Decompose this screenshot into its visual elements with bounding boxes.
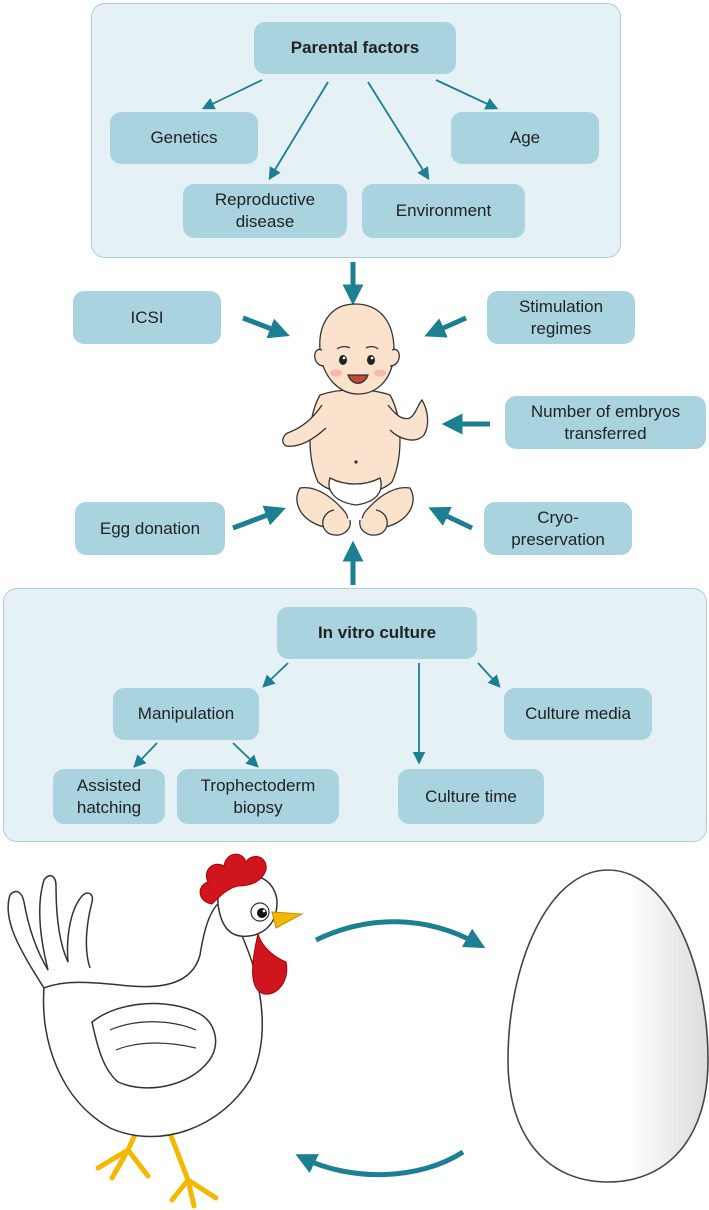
age-box: Age <box>451 112 599 164</box>
culture-time-box: Culture time <box>398 769 544 824</box>
cycle-arrows <box>295 919 486 1178</box>
genetics-box: Genetics <box>110 112 258 164</box>
hen-illustration <box>7 853 304 1209</box>
egg-illustration <box>507 869 709 1183</box>
parental-factors-box: Parental factors <box>254 22 456 74</box>
factor-arrows <box>232 262 490 585</box>
trophectoderm-biopsy-box: Trophectoderm biopsy <box>177 769 339 824</box>
environment-box: Environment <box>362 184 525 238</box>
manipulation-box: Manipulation <box>113 688 259 740</box>
reproductive-disease-box: Reproductive disease <box>183 184 347 238</box>
parental-arrows <box>201 79 499 181</box>
number-of-embryos-box: Number of embryos transferred <box>505 396 706 449</box>
culture-arrows <box>133 662 501 768</box>
assisted-hatching-box: Assisted hatching <box>53 769 165 824</box>
baby-illustration <box>282 303 429 536</box>
culture-media-box: Culture media <box>504 688 652 740</box>
egg-donation-box: Egg donation <box>75 502 225 555</box>
icsi-box: ICSI <box>73 291 221 344</box>
cryopreservation-box: Cryo- preservation <box>484 502 632 555</box>
stimulation-regimes-box: Stimulation regimes <box>487 291 635 344</box>
in-vitro-culture-box: In vitro culture <box>277 607 477 659</box>
